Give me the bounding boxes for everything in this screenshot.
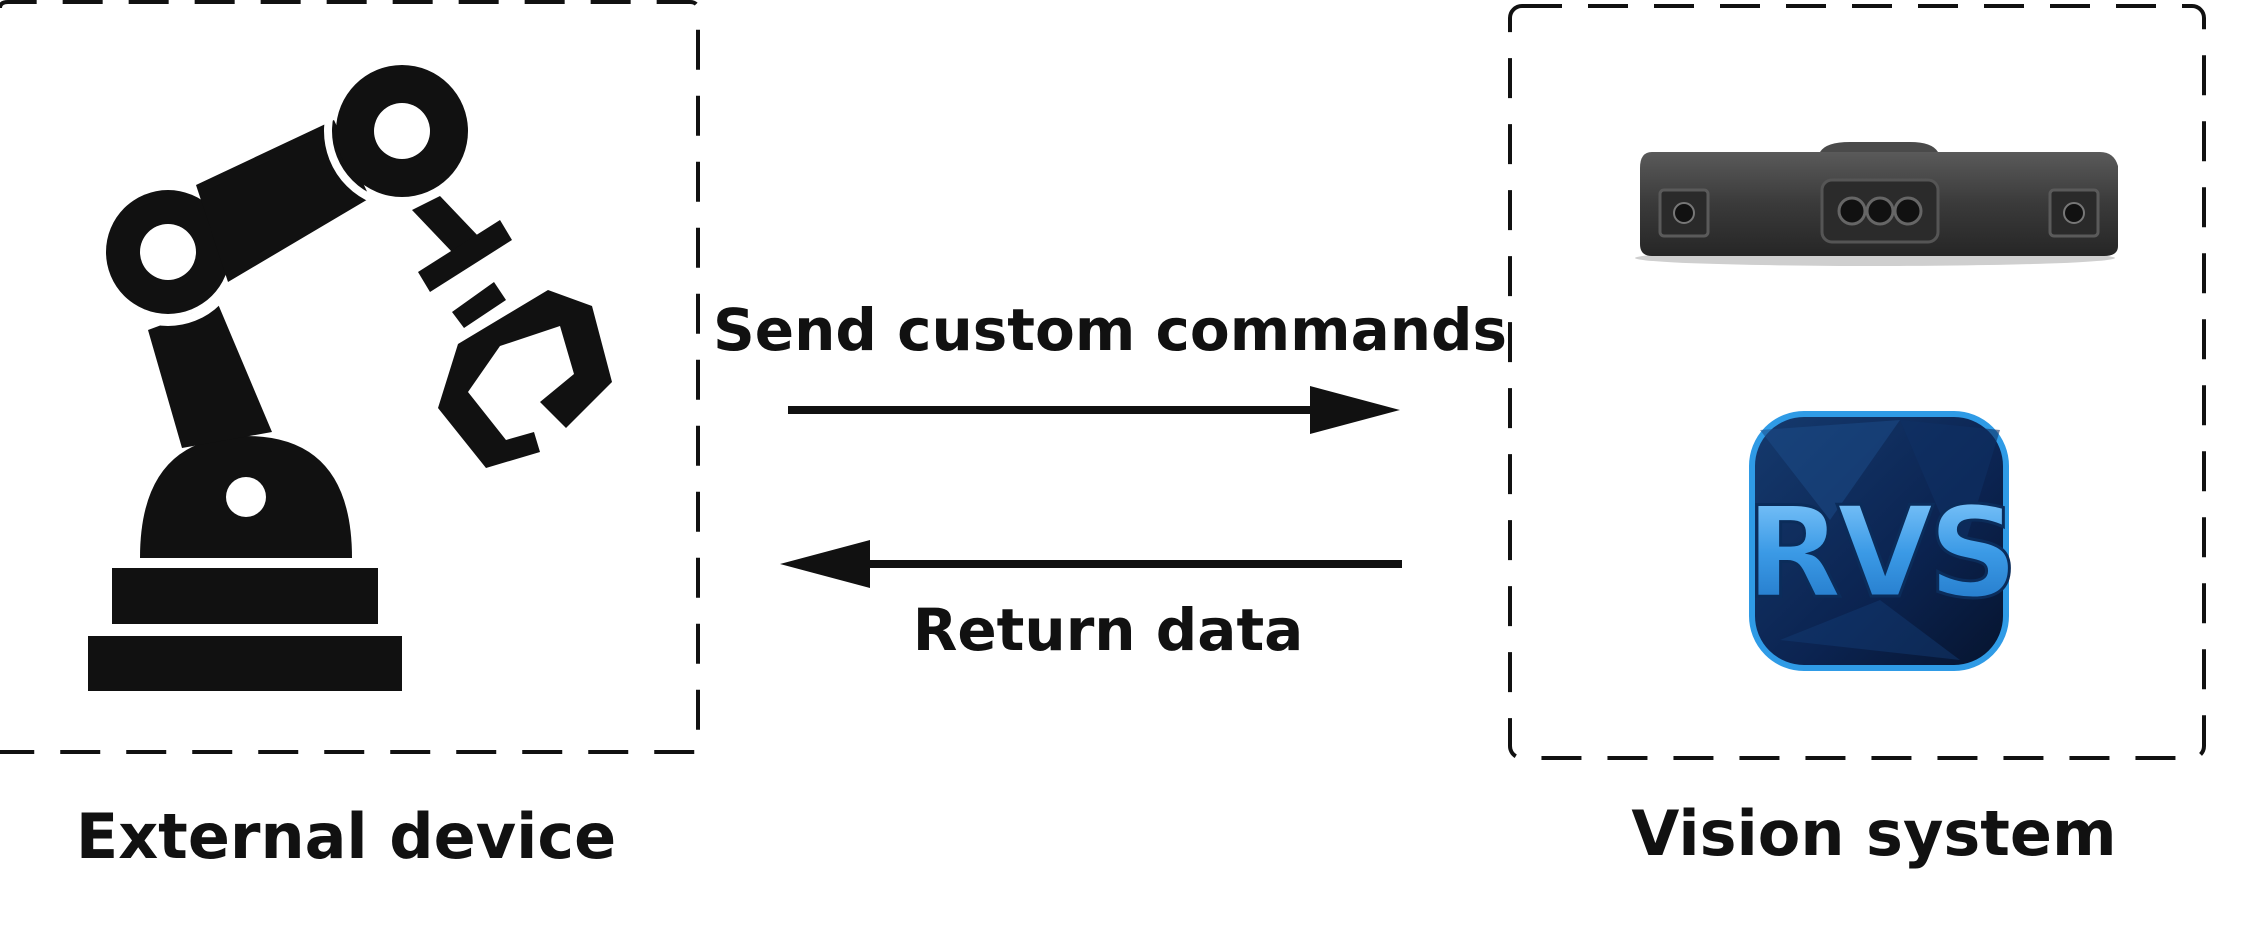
robot-arm-icon <box>88 53 612 691</box>
send-arrow <box>788 386 1400 434</box>
3d-camera-icon <box>1635 142 2118 266</box>
vision-system-title: Vision system <box>1631 797 2117 870</box>
external-device-box <box>0 0 700 754</box>
external-device-title: External device <box>75 800 617 873</box>
vision-system-box <box>1508 4 2206 760</box>
return-arrow <box>780 540 1402 588</box>
send-commands-label: Send custom commands <box>712 296 1508 364</box>
rvs-logo-text: RVS <box>1745 479 2012 626</box>
rvs-logo: RVS <box>1744 411 2020 671</box>
return-data-label: Return data <box>912 596 1304 664</box>
